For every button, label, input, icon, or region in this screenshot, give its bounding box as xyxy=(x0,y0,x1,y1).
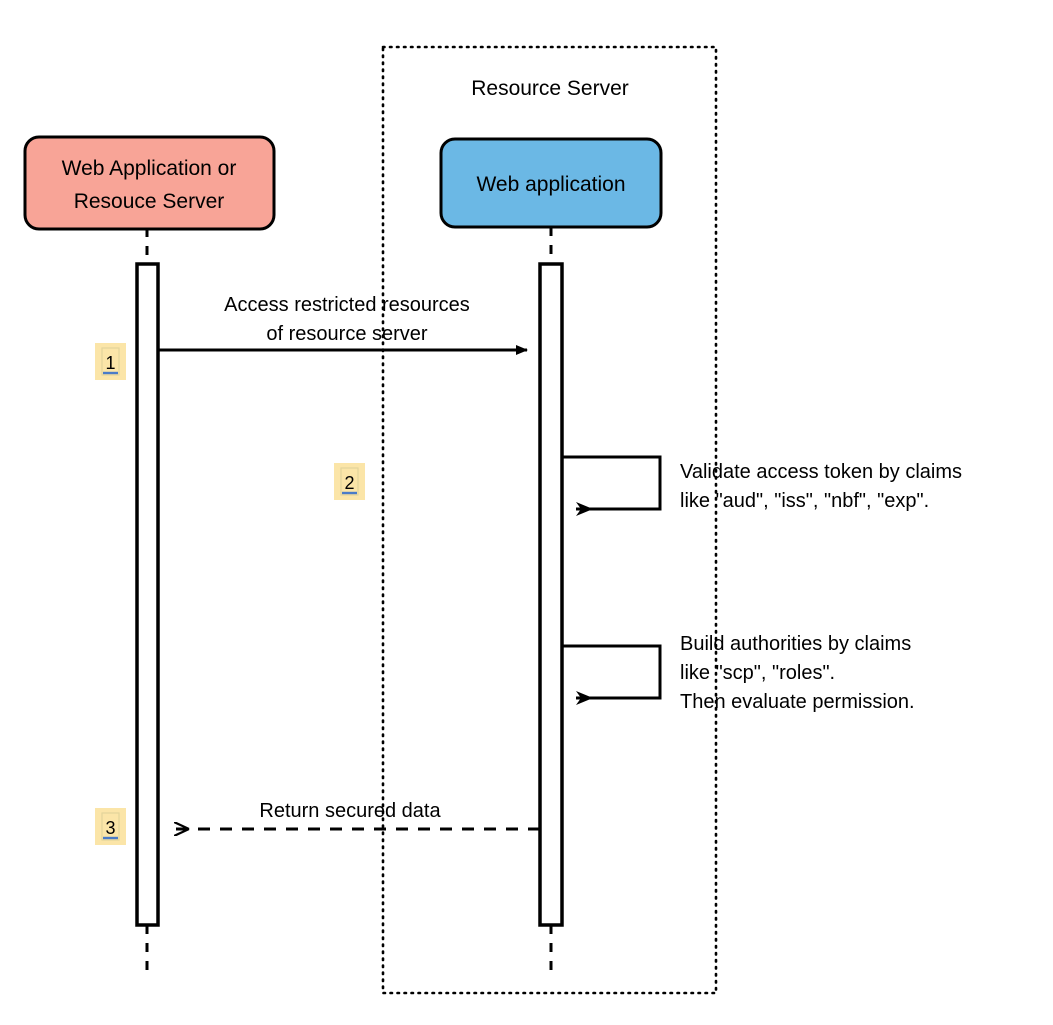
step-badge-3[interactable]: 3 xyxy=(95,808,126,845)
step-badge-3-number: 3 xyxy=(105,818,115,838)
participant-client-label-line2: Resouce Server xyxy=(74,190,225,213)
participant-server-label-line1: Web application xyxy=(476,173,625,196)
message-2-note-line2: like "aud", "iss", "nbf", "exp". xyxy=(680,490,929,512)
participant-client-label-line1: Web Application or xyxy=(62,157,237,180)
message-3-selfcall-path[interactable] xyxy=(562,644,662,705)
activation-bar-client xyxy=(135,262,160,927)
message-3-note-line3: Then evaluate permission. xyxy=(680,691,915,713)
participant-server[interactable]: Web application xyxy=(439,137,663,229)
group-title-label: Resource Server xyxy=(471,77,629,100)
message-2-selfcall-path[interactable] xyxy=(562,455,662,516)
message-4-label-line1: Return secured data xyxy=(259,800,441,822)
step-badge-1-number: 1 xyxy=(105,353,115,373)
participant-client-box[interactable] xyxy=(23,135,276,231)
step-badge-1-inner-outline xyxy=(101,347,120,376)
activation-bar-server xyxy=(538,262,564,927)
participant-server-box[interactable] xyxy=(439,137,663,229)
message-4-return-secured-data[interactable]: Return secured data xyxy=(175,800,540,829)
message-3-build-authorities[interactable]: Build authorities by claims like "scp", … xyxy=(562,633,915,713)
group-frame-resource-server xyxy=(381,45,718,995)
message-1-access-restricted-resources[interactable]: Access restricted resources of resource … xyxy=(158,294,528,355)
message-3-note-line2: like "scp", "roles". xyxy=(680,662,835,684)
message-1-label-line1: Access restricted resources xyxy=(224,294,470,316)
message-3-note-line1: Build authorities by claims xyxy=(680,633,911,655)
step-badge-2-inner-outline xyxy=(340,467,359,496)
message-2-note-line1: Validate access token by claims xyxy=(680,461,962,483)
message-1-label-line2: of resource server xyxy=(266,323,428,345)
step-badge-2[interactable]: 2 xyxy=(334,463,365,500)
participant-client[interactable]: Web Application or Resouce Server xyxy=(23,135,276,231)
step-badge-2-number: 2 xyxy=(344,473,354,493)
step-badge-3-inner-outline xyxy=(101,812,120,841)
step-badge-1[interactable]: 1 xyxy=(95,343,126,380)
message-2-validate-access-token[interactable]: Validate access token by claims like "au… xyxy=(562,455,962,516)
